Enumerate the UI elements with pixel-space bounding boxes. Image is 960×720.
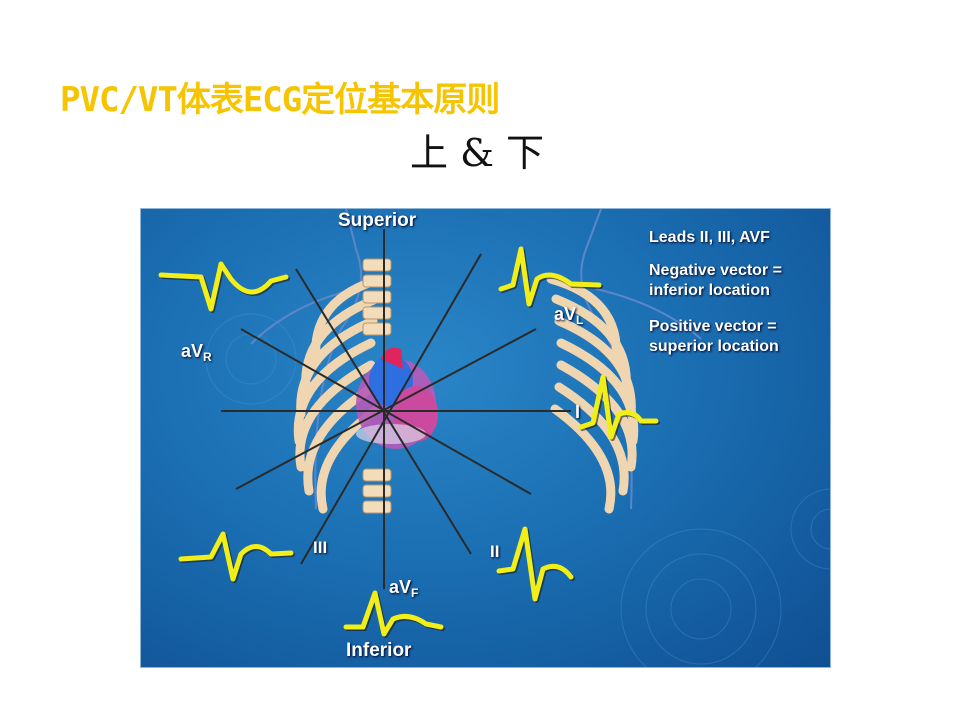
diagram-artwork bbox=[158, 209, 830, 667]
lead-label-avf: aVF bbox=[389, 577, 419, 600]
ecg-trace-ii bbox=[496, 526, 574, 602]
lead-axes bbox=[221, 229, 571, 589]
slide-subtitle: 上 & 下 bbox=[410, 131, 544, 175]
ecg-trace-iii bbox=[178, 531, 294, 582]
ecg-trace-i bbox=[578, 374, 659, 440]
label-inferior: Inferior bbox=[346, 640, 412, 661]
ecg-trace-avl bbox=[498, 246, 602, 307]
ecg-trace-avf bbox=[343, 590, 444, 637]
ecg-traces bbox=[158, 246, 659, 637]
lead-label-avr: aVR bbox=[181, 341, 212, 364]
lead-label-i: I bbox=[575, 402, 581, 422]
ripple-decoration bbox=[205, 313, 830, 667]
ecg-axis-diagram: Superior Inferior aVR aVL aVF I II III L… bbox=[140, 208, 831, 668]
note-negative-vector: Negative vector = inferior location bbox=[649, 262, 782, 299]
lead-label-iii: III bbox=[313, 538, 328, 557]
label-superior: Superior bbox=[338, 210, 417, 231]
ecg-trace-avr bbox=[158, 261, 289, 312]
lead-label-ii: II bbox=[490, 542, 500, 561]
note-positive-vector: Positive vector = superior location bbox=[649, 318, 779, 355]
rib-cage bbox=[293, 274, 639, 514]
lead-label-avl: aVL bbox=[554, 304, 584, 327]
note-leads: Leads II, III, AVF bbox=[649, 229, 770, 246]
slide-title: PVC/VT体表ECG定位基本原则 bbox=[60, 80, 500, 120]
